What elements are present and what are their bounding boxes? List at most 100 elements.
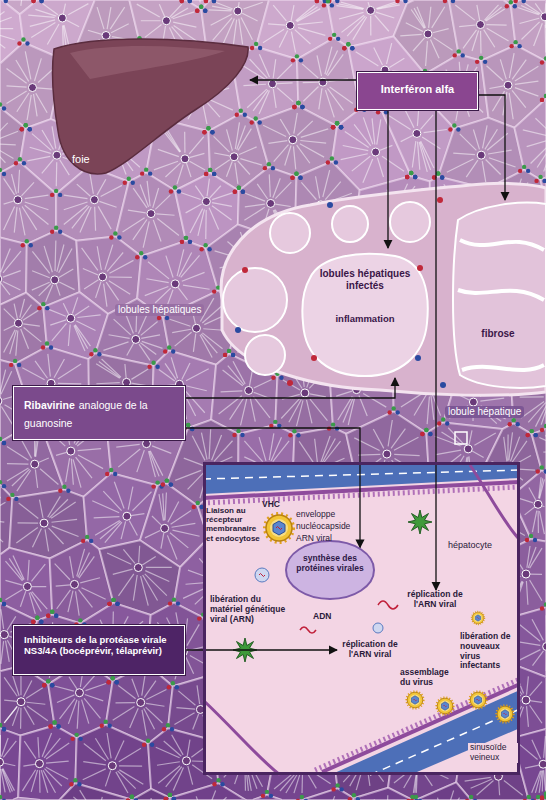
central-vein	[99, 273, 107, 281]
sinusoid-streak	[95, 738, 108, 759]
sinusoid-streak	[486, 24, 506, 26]
sinusoid-streak	[235, 163, 238, 184]
sinusoid-streak	[23, 324, 40, 326]
sinusoid-streak	[482, 161, 485, 182]
sinusoid-streak	[140, 343, 156, 355]
portal-triad	[28, 127, 32, 131]
sinusoid-streak	[22, 207, 37, 230]
portal-triad	[522, 165, 526, 169]
portal-triad	[203, 9, 207, 13]
portal-triad	[204, 172, 208, 176]
portal-triad	[254, 42, 258, 46]
sinusoid-streak	[173, 12, 195, 19]
sinusoid-streak	[127, 343, 134, 355]
sinusoid-streak	[310, 399, 327, 420]
sinusoid-streak	[4, 201, 15, 204]
sinusoid-streak	[35, 469, 37, 487]
sinusoid-streak	[257, 184, 267, 199]
sinusoid-streak	[293, 146, 295, 169]
portal-triad	[41, 302, 45, 306]
sinusoid-streak	[515, 88, 539, 96]
sinusoid-streak	[341, 2, 364, 8]
sinusoid-streak	[338, 396, 353, 420]
sinusoid-streak	[44, 246, 52, 272]
portal-triad	[292, 105, 296, 109]
sinusoid-streak	[483, 125, 488, 148]
sinusoid-streak	[5, 589, 22, 599]
sinusoid-streak	[34, 58, 41, 81]
hepatic-lobule	[18, 725, 76, 800]
portal-triad	[204, 172, 208, 176]
sinusoid-streak	[139, 344, 150, 360]
portal-triad	[202, 130, 206, 134]
sinusoid-streak	[455, 5, 475, 20]
sinusoid-streak	[186, 204, 202, 213]
central-vein	[539, 760, 546, 768]
sinusoid-streak	[377, 158, 383, 177]
portal-triad	[413, 175, 417, 179]
sinusoid-streak	[119, 765, 142, 767]
sinusoid-streak	[488, 150, 512, 154]
sinusoid-streak	[436, 450, 461, 454]
sinusoid-streak	[95, 520, 120, 535]
portal-triad	[350, 46, 354, 50]
portal-triad	[180, 0, 184, 3]
central-vein	[234, 7, 242, 15]
sinusoid-streak	[530, 682, 542, 696]
sinusoid-streak	[389, 116, 411, 130]
sinusoid-streak	[168, 501, 179, 522]
portal-triad	[250, 120, 254, 124]
portal-triad	[188, 240, 192, 244]
portal-triad	[206, 126, 210, 130]
portal-triad	[203, 243, 207, 247]
portal-triad	[518, 169, 522, 173]
portal-triad	[148, 171, 152, 175]
portal-triad	[31, 0, 35, 3]
sinusoid-streak	[78, 455, 103, 469]
sinusoid-streak	[50, 320, 66, 325]
sinusoid-streak	[518, 642, 540, 646]
sinusoid-streak	[212, 203, 232, 207]
sinusoid-streak	[532, 511, 536, 533]
sinusoid-streak	[300, 141, 326, 144]
sinusoid-streak	[59, 282, 74, 290]
sinusoid-streak	[20, 708, 22, 729]
sinusoid-streak	[64, 195, 88, 199]
sinusoid-streak	[110, 260, 134, 273]
sinusoid-streak	[518, 623, 540, 641]
sinusoid-streak	[66, 20, 79, 27]
sinusoid-streak	[352, 156, 370, 171]
portal-triad	[31, 0, 35, 3]
sinusoid-streak	[302, 64, 318, 78]
sinusoid-streak	[1, 248, 11, 272]
sinusoid-streak	[116, 444, 139, 447]
portal-triad	[290, 176, 294, 180]
sinusoid-streak	[504, 437, 507, 461]
sinusoid-streak	[39, 283, 51, 295]
sinusoid-streak	[363, 394, 386, 408]
sinusoid-streak	[32, 592, 47, 610]
central-vein	[40, 519, 48, 527]
sinusoid-streak	[140, 184, 148, 207]
sinusoid-streak	[77, 184, 91, 196]
sinusoid-streak	[244, 207, 264, 220]
sinusoid-streak	[57, 590, 71, 609]
sinusoid-streak	[544, 145, 546, 171]
portal-triad	[409, 171, 413, 175]
sinusoid-streak	[212, 206, 232, 220]
sinusoid-streak	[277, 64, 292, 79]
portal-triad	[513, 40, 517, 44]
sinusoid-streak	[472, 451, 484, 458]
sinusoid-streak	[75, 325, 88, 348]
sinusoid-streak	[1, 283, 10, 295]
sinusoid-streak	[76, 591, 80, 615]
portal-triad	[542, 179, 546, 183]
portal-triad	[339, 125, 343, 129]
sinusoid-streak	[158, 766, 180, 783]
portal-triad	[184, 236, 188, 240]
sinusoid-streak	[171, 510, 192, 524]
sinusoid-streak	[54, 686, 73, 691]
sinusoid-streak	[21, 0, 24, 6]
sinusoid-streak	[212, 193, 232, 200]
